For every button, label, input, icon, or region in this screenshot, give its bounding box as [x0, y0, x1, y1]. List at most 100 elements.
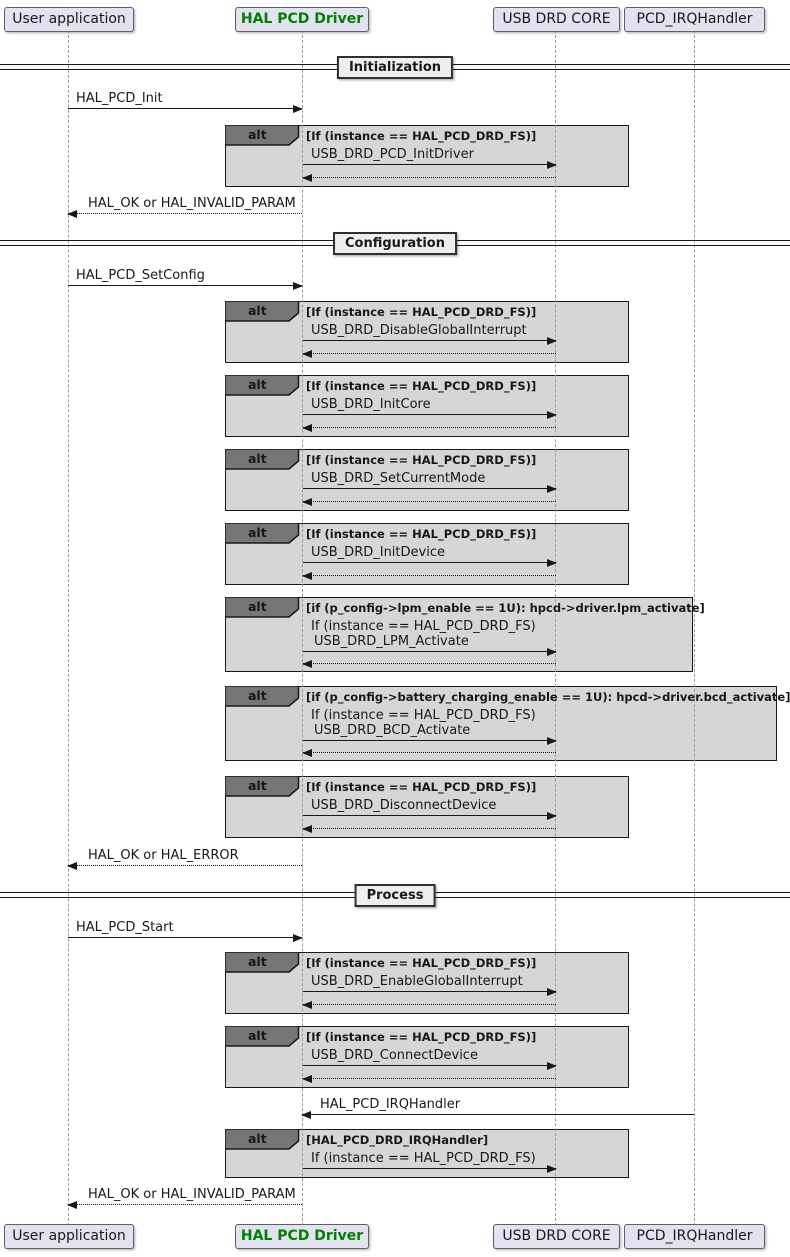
call-arrow: [303, 1164, 557, 1173]
return-arrow: [302, 423, 556, 432]
call-arrow: [303, 811, 557, 820]
call-arrow: [303, 736, 557, 745]
alt-operator-label: alt: [248, 1131, 267, 1146]
alt-operator-icon: [225, 597, 300, 618]
message-label: USB_DRD_PCD_InitDriver: [311, 147, 474, 162]
call-arrow: [68, 281, 303, 290]
message-label: If (instance == HAL_PCD_DRD_FS): [311, 1151, 536, 1166]
call-arrow: [303, 647, 557, 656]
message-label: HAL_PCD_SetConfig: [76, 268, 205, 283]
divider-process: Process: [354, 884, 436, 907]
arrowhead-left-icon: [302, 748, 312, 757]
message-label: USB_DRD_ConnectDevice: [311, 1048, 478, 1063]
alt-guard: [if (p_config->lpm_enable == 1U): hpcd->…: [306, 601, 705, 615]
return-arrow: [302, 1000, 556, 1009]
alt-operator-label: alt: [248, 954, 267, 969]
message-label: USB_DRD_InitCore: [311, 397, 431, 412]
arrowhead-left-icon: [302, 173, 312, 182]
arrowhead-left-icon: [302, 571, 312, 580]
call-arrow: [303, 160, 557, 169]
arrowhead-right-icon: [293, 933, 303, 942]
arrowhead-right-icon: [547, 336, 557, 345]
arrowhead-left-icon: [302, 349, 312, 358]
message-label: HAL_OK or HAL_INVALID_PARAM: [88, 196, 296, 211]
alt-frame-disableglobalinterrupt: alt [If (instance == HAL_PCD_DRD_FS)] US…: [225, 301, 629, 363]
alt-frame-disconnectdevice: alt [If (instance == HAL_PCD_DRD_FS)] US…: [225, 776, 629, 838]
alt-guard: [If (instance == HAL_PCD_DRD_FS)]: [306, 527, 537, 541]
alt-operator-icon: [225, 125, 300, 146]
arrowhead-right-icon: [547, 160, 557, 169]
arrowhead-right-icon: [547, 410, 557, 419]
message-label: USB_DRD_EnableGlobalInterrupt: [311, 974, 523, 989]
alt-operator-label: alt: [248, 451, 267, 466]
alt-guard: [If (instance == HAL_PCD_DRD_FS)]: [306, 129, 537, 143]
alt-frame-initdevice: alt [If (instance == HAL_PCD_DRD_FS)] US…: [225, 523, 629, 585]
return-arrow: [302, 659, 556, 668]
return-arrow: [302, 497, 556, 506]
arrowhead-right-icon: [293, 281, 303, 290]
arrowhead-left-icon: [302, 1000, 312, 1009]
alt-operator-label: alt: [248, 303, 267, 318]
alt-guard: [If (instance == HAL_PCD_DRD_FS)]: [306, 1030, 537, 1044]
return-arrow: [302, 1074, 556, 1083]
participant-usb-drd-core-top: USB DRD CORE: [493, 7, 620, 32]
alt-operator-icon: [225, 952, 300, 973]
call-arrow: [303, 987, 557, 996]
lifeline-user-application: [68, 30, 69, 1226]
arrowhead-left-icon: [302, 659, 312, 668]
arrowhead-left-icon: [302, 423, 312, 432]
arrowhead-right-icon: [547, 987, 557, 996]
alt-operator-label: alt: [248, 599, 267, 614]
alt-frame-connectdevice: alt [If (instance == HAL_PCD_DRD_FS)] US…: [225, 1026, 629, 1088]
participant-pcd-irqhandler-bottom: PCD_IRQHandler: [624, 1224, 765, 1249]
call-arrow: [303, 336, 557, 345]
message-label: USB_DRD_BCD_Activate: [314, 723, 471, 738]
alt-operator-icon: [225, 776, 300, 797]
return-arrow: [302, 571, 556, 580]
return-arrow: [67, 861, 302, 870]
message-label: USB_DRD_SetCurrentMode: [311, 471, 486, 486]
alt-frame-setcurrentmode: alt [If (instance == HAL_PCD_DRD_FS)] US…: [225, 449, 629, 511]
lifeline-hal-pcd-driver: [302, 30, 303, 1226]
alt-frame-initcore: alt [If (instance == HAL_PCD_DRD_FS)] US…: [225, 375, 629, 437]
alt-operator-icon: [225, 686, 300, 707]
alt-operator-icon: [225, 523, 300, 544]
participant-usb-drd-core-bottom: USB DRD CORE: [493, 1224, 620, 1249]
message-label: HAL_OK or HAL_INVALID_PARAM: [88, 1187, 296, 1202]
alt-guard: [If (instance == HAL_PCD_DRD_FS)]: [306, 379, 537, 393]
arrowhead-right-icon: [547, 558, 557, 567]
alt-operator-icon: [225, 1026, 300, 1047]
participant-user-application-bottom: User application: [4, 1224, 134, 1249]
alt-guard: [If (instance == HAL_PCD_DRD_FS)]: [306, 453, 537, 467]
arrowhead-left-icon: [67, 1200, 77, 1209]
call-arrow: [68, 104, 303, 113]
arrowhead-left-icon: [302, 824, 312, 833]
lifeline-usb-drd-core: [555, 30, 556, 1226]
arrowhead-right-icon: [547, 1164, 557, 1173]
alt-guard: [HAL_PCD_DRD_IRQHandler]: [306, 1133, 489, 1147]
alt-operator-label: alt: [248, 377, 267, 392]
condition-label: If (instance == HAL_PCD_DRD_FS): [311, 708, 536, 723]
alt-frame-bcd-activate: alt [if (p_config->battery_charging_enab…: [225, 686, 790, 761]
call-arrow: [68, 933, 303, 942]
message-label: USB_DRD_DisconnectDevice: [311, 798, 497, 813]
alt-operator-label: alt: [248, 127, 267, 142]
alt-operator-label: alt: [248, 688, 267, 703]
alt-guard: [If (instance == HAL_PCD_DRD_FS)]: [306, 780, 537, 794]
divider-initialization: Initialization: [336, 56, 454, 79]
message-label: HAL_PCD_Start: [76, 920, 174, 935]
participant-hal-pcd-driver-bottom: HAL PCD Driver: [235, 1224, 369, 1249]
alt-operator-icon: [225, 449, 300, 470]
arrowhead-right-icon: [547, 736, 557, 745]
alt-guard: [If (instance == HAL_PCD_DRD_FS)]: [306, 305, 537, 319]
alt-guard: [if (p_config->battery_charging_enable =…: [306, 690, 790, 704]
arrowhead-left-icon: [302, 497, 312, 506]
return-arrow: [302, 748, 556, 757]
arrowhead-left-icon: [301, 1110, 311, 1119]
arrowhead-right-icon: [547, 811, 557, 820]
arrowhead-left-icon: [302, 1074, 312, 1083]
message-label: HAL_PCD_IRQHandler: [320, 1097, 461, 1112]
alt-frame-enableglobalinterrupt: alt [If (instance == HAL_PCD_DRD_FS)] US…: [225, 952, 629, 1014]
condition-label: If (instance == HAL_PCD_DRD_FS): [311, 619, 536, 634]
